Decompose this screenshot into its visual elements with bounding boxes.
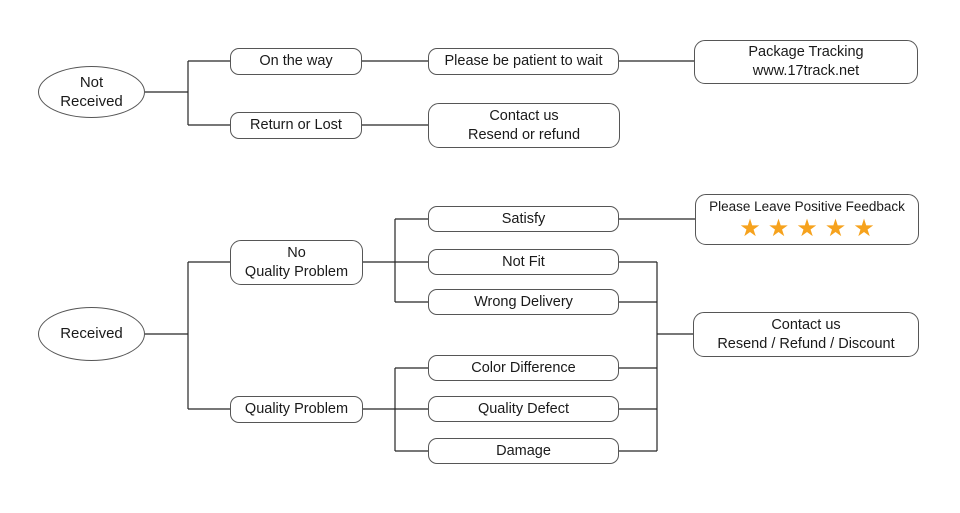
node-label: Damage <box>496 442 551 459</box>
node-label: Wrong Delivery <box>474 293 573 310</box>
star-icon: ★ <box>796 214 825 242</box>
node-label: Not <box>79 73 104 91</box>
node-label: Package Tracking <box>748 44 864 61</box>
node-label: Quality Problem <box>244 401 349 418</box>
node-label: Resend or refund <box>467 126 581 143</box>
node-label: Color Difference <box>471 359 576 376</box>
node-label: www.17track.net <box>752 63 860 79</box>
star-icon: ★ <box>767 214 797 242</box>
node-label: Resend / Refund / Discount <box>717 335 895 352</box>
node-quality-problem: Quality Problem <box>230 396 363 423</box>
star-icon: ★ <box>824 214 854 242</box>
node-label: Not Fit <box>502 253 545 270</box>
node-label: Received <box>60 93 123 110</box>
node-label: On the way <box>259 53 333 70</box>
node-label: Please Leave Positive Feedback <box>709 199 905 215</box>
node-label: Quality Defect <box>477 400 570 417</box>
node-label: Please be patient to wait <box>444 53 603 70</box>
node-no-quality-problem: No Quality Problem <box>230 240 363 285</box>
node-contact-us-resend-or-refund: Contact us Resend or refund <box>428 103 620 148</box>
node-satisfy: Satisfy <box>428 206 619 232</box>
node-not-fit: Not Fit <box>428 249 619 275</box>
node-color-difference: Color Difference <box>428 355 619 381</box>
node-label: Received <box>60 325 123 343</box>
node-damage: Damage <box>428 438 619 464</box>
node-on-the-way: On the way <box>230 48 362 75</box>
node-label: Return or Lost <box>250 117 342 134</box>
star-icon: ★ <box>739 214 768 242</box>
node-received: Received <box>38 307 145 361</box>
node-wrong-delivery: Wrong Delivery <box>428 289 619 315</box>
node-not-received: Not Received <box>38 66 145 118</box>
star-rating: ★★★★★ <box>732 214 882 242</box>
node-please-be-patient: Please be patient to wait <box>428 48 619 75</box>
node-contact-us-resend-refund-discount: Contact us Resend / Refund / Discount <box>693 312 919 357</box>
node-label: Contact us <box>489 107 559 124</box>
node-package-tracking: Package Tracking www.17track.net <box>694 40 918 84</box>
node-quality-defect: Quality Defect <box>428 396 619 422</box>
star-icon: ★ <box>853 214 882 242</box>
node-label: Contact us <box>771 316 841 333</box>
node-label: Satisfy <box>501 210 546 227</box>
node-label: Quality Problem <box>244 263 349 280</box>
node-label: No <box>287 244 306 261</box>
node-positive-feedback: Please Leave Positive Feedback ★★★★★ <box>695 194 919 245</box>
node-return-or-lost: Return or Lost <box>230 112 362 139</box>
